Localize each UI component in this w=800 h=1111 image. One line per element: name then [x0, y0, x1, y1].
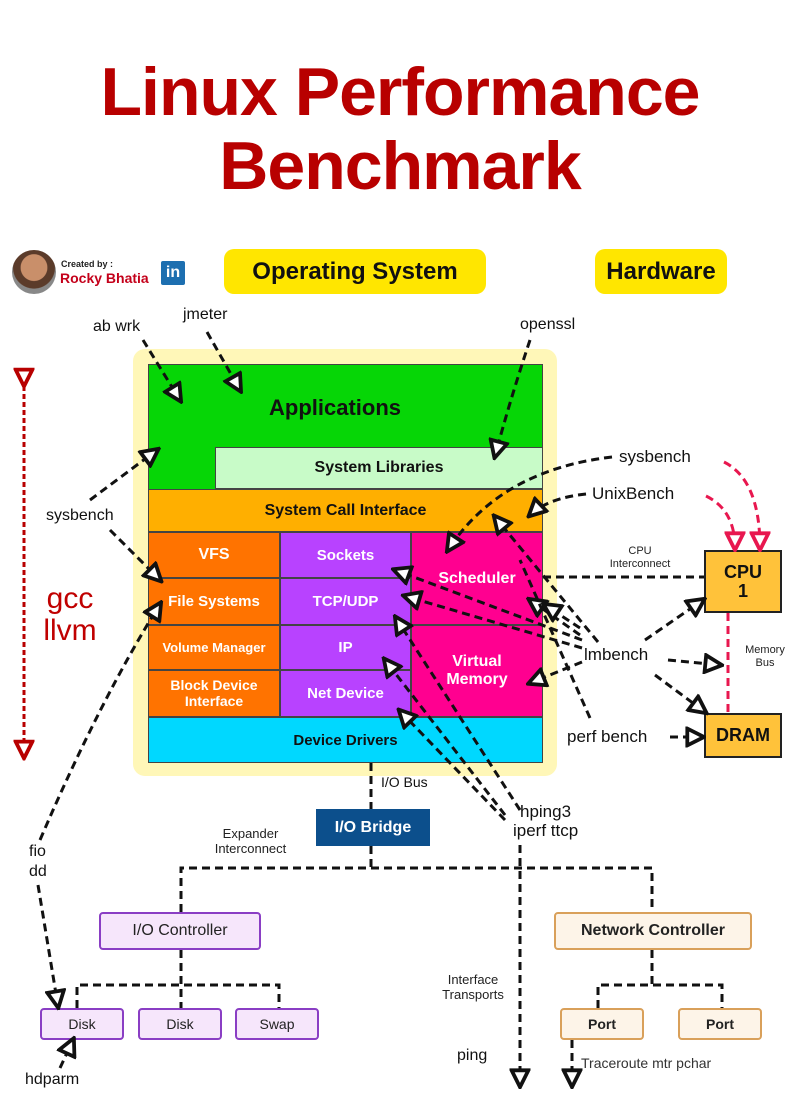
tcp-udp-block: TCP/UDP — [280, 578, 411, 625]
tool-unixbench: UnixBench — [592, 484, 675, 503]
tool-perf-bench: perf bench — [567, 727, 648, 746]
arrow-fio-disk — [36, 884, 58, 1006]
arrow-lmbench-cpu — [644, 600, 703, 642]
system-call-interface-block: System Call Interface — [148, 489, 543, 532]
operating-system-header: Operating System — [224, 249, 486, 294]
cpu-box: CPU 1 — [704, 550, 782, 613]
arrow-sysbench-cpu — [723, 460, 760, 548]
tool-iperf-ttcp: iperf ttcp — [513, 821, 579, 840]
tool-ab-wrk: ab wrk — [93, 318, 141, 335]
net-device-block: Net Device — [280, 670, 411, 717]
file-systems-block: File Systems — [148, 578, 280, 625]
io-controller-box: I/O Controller — [99, 912, 261, 950]
cpu-label: CPU — [723, 561, 762, 582]
arrow-lmbench-membus — [667, 660, 720, 665]
tool-openssl: openssl — [520, 316, 576, 333]
tool-hdparm: hdparm — [25, 1071, 80, 1088]
disk-box-2: Disk — [138, 1008, 222, 1040]
interface-transports-label: Interface Transports — [442, 972, 504, 1002]
hardware-header: Hardware — [595, 249, 727, 294]
network-controller-box: Network Controller — [554, 912, 752, 950]
cpu-number: 1 — [737, 580, 748, 601]
arrow-lmbench-dram — [654, 673, 705, 712]
avatar — [12, 250, 56, 294]
port-box-1: Port — [560, 1008, 644, 1040]
ip-block: IP — [280, 625, 411, 670]
expander-line — [179, 866, 654, 912]
created-by-label: Created by : — [61, 259, 114, 269]
tool-sysbench-right: sysbench — [619, 447, 691, 466]
block-device-interface-block: Block Device Interface — [148, 670, 280, 717]
netctl-fanout — [596, 983, 724, 1008]
linkedin-icon[interactable]: in — [161, 261, 185, 285]
io-controller-fanout — [75, 983, 281, 1008]
device-drivers-block: Device Drivers — [148, 717, 543, 763]
vfs-block: VFS — [148, 532, 280, 578]
applications-label: Applications — [269, 395, 402, 420]
title-line-2: Benchmark — [219, 128, 581, 204]
disk-box-1: Disk — [40, 1008, 124, 1040]
tool-hping3: hping3 — [520, 802, 572, 821]
tool-dd: dd — [29, 863, 47, 880]
memory-bus-label: Memory Bus — [745, 644, 785, 669]
virtual-memory-block: Virtual Memory — [411, 625, 543, 717]
volume-manager-block: Volume Manager — [148, 625, 280, 670]
io-bridge-box: I/O Bridge — [316, 809, 430, 846]
tool-jmeter: jmeter — [183, 306, 228, 323]
system-libraries-block: System Libraries — [215, 447, 543, 489]
swap-box: Swap — [235, 1008, 319, 1040]
arrow-hdparm — [60, 1040, 73, 1069]
compilers-label: gcc llvm — [43, 582, 97, 647]
io-bus-label: I/O Bus — [381, 774, 428, 790]
tool-lmbench: lmbench — [584, 645, 649, 664]
scheduler-block: Scheduler — [411, 532, 543, 625]
tool-traceroute: Traceroute mtr pchar — [581, 1055, 712, 1071]
tool-fio: fio — [29, 843, 46, 860]
expander-interconnect-label: Expander Interconnect — [214, 826, 287, 856]
sockets-block: Sockets — [280, 532, 411, 578]
title-line-1: Linux Performance — [100, 54, 701, 130]
dram-box: DRAM — [704, 713, 782, 758]
tool-sysbench-left: sysbench — [46, 507, 114, 524]
arrow-unixbench-cpu — [705, 494, 735, 548]
cpu-interconnect-label: CPU Interconnect — [609, 545, 671, 570]
port-box-2: Port — [678, 1008, 762, 1040]
creator-name[interactable]: Rocky Bhatia — [60, 270, 149, 286]
tool-ping: ping — [457, 1047, 488, 1064]
